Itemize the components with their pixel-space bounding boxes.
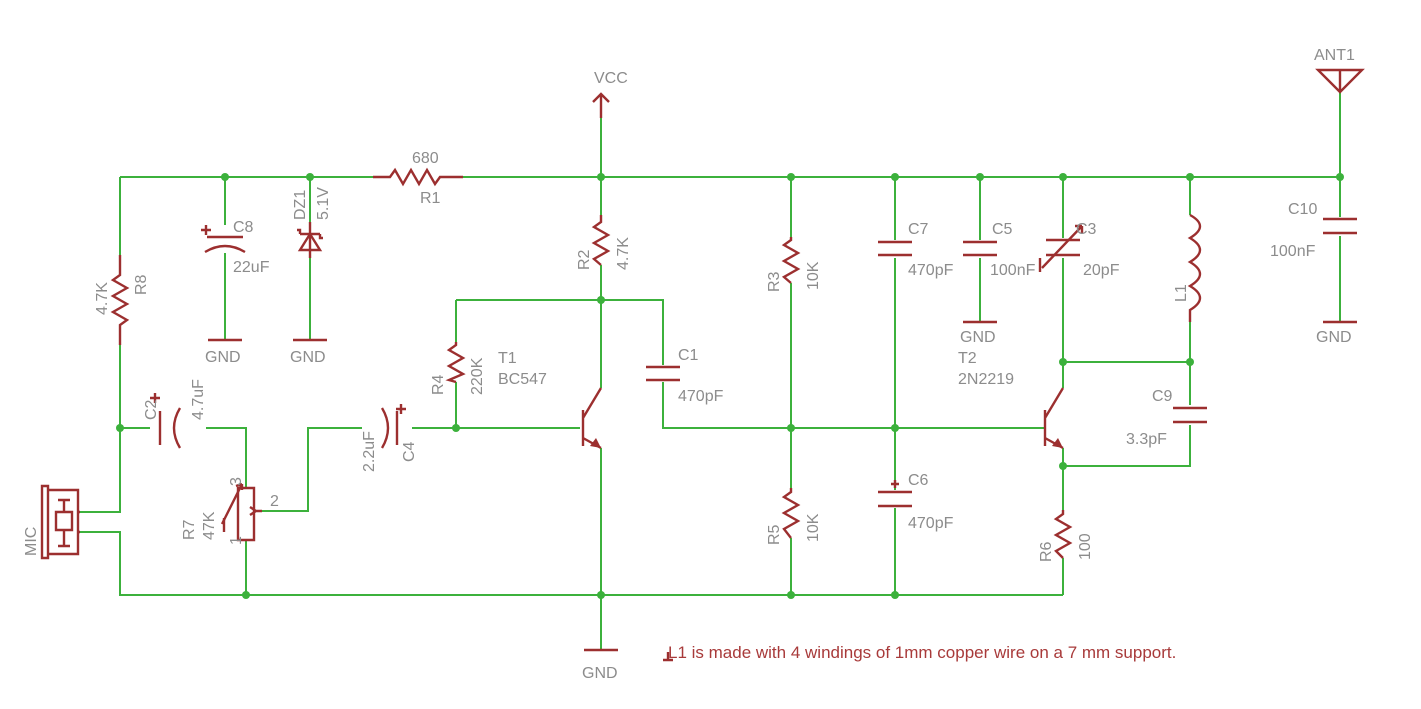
r7-value: 47K bbox=[201, 511, 218, 540]
c6-name: C6 bbox=[908, 472, 929, 489]
junctions bbox=[116, 173, 1344, 599]
c9-name: C9 bbox=[1152, 388, 1173, 405]
r6-name: R6 bbox=[1038, 541, 1055, 562]
dz1-value: 5.1V bbox=[315, 187, 332, 220]
c4-value: 2.2uF bbox=[361, 431, 378, 472]
r8-name: R8 bbox=[133, 274, 150, 295]
r2-value: 4.7K bbox=[615, 237, 632, 270]
r7-pin3: 3 bbox=[228, 477, 245, 486]
capacitor-c1: C1 470pF bbox=[646, 347, 724, 405]
inductor-l1: L1 bbox=[1173, 213, 1202, 322]
t1-value: BC547 bbox=[498, 371, 547, 388]
dz1-name: DZ1 bbox=[292, 190, 309, 220]
c5-value: 100nF bbox=[990, 262, 1036, 279]
capacitor-c3: C3 20pF bbox=[1038, 221, 1120, 279]
r5-name: R5 bbox=[766, 524, 783, 545]
gnd-label: GND bbox=[582, 665, 618, 682]
vcc-symbol: VCC bbox=[592, 70, 628, 118]
gnd-c10: GND bbox=[1316, 320, 1357, 346]
r1-value: 680 bbox=[412, 150, 439, 167]
resistor-r6: R6 100 bbox=[1038, 510, 1094, 562]
r6-value: 100 bbox=[1077, 533, 1094, 560]
r7-name: R7 bbox=[181, 519, 198, 540]
c7-name: C7 bbox=[908, 221, 929, 238]
wires bbox=[80, 90, 1341, 650]
c2-value: 4.7uF bbox=[190, 379, 207, 420]
c2-name: C2 bbox=[143, 399, 160, 420]
capacitor-c7: C7 470pF bbox=[878, 221, 954, 279]
c5-name: C5 bbox=[992, 221, 1013, 238]
r3-value: 10K bbox=[805, 261, 822, 290]
mic-label: MIC bbox=[23, 527, 40, 556]
t2-name: T2 bbox=[958, 350, 977, 367]
gnd-label: GND bbox=[960, 329, 996, 346]
c4-name: C4 bbox=[401, 441, 418, 462]
c1-name: C1 bbox=[678, 347, 699, 364]
c3-name: C3 bbox=[1076, 221, 1097, 238]
transistor-t1: T1 BC547 bbox=[498, 350, 603, 450]
resistor-r4: R4 220K bbox=[430, 342, 486, 395]
c8-name: C8 bbox=[233, 219, 254, 236]
r7-pin2: 2 bbox=[270, 493, 279, 510]
t1-name: T1 bbox=[498, 350, 517, 367]
gnd-c5: GND bbox=[960, 320, 997, 346]
c10-value: 100nF bbox=[1270, 243, 1316, 260]
c7-value: 470pF bbox=[908, 262, 954, 279]
c8-value: 22uF bbox=[233, 259, 270, 276]
r3-name: R3 bbox=[766, 271, 783, 292]
antenna-symbol: ANT1 bbox=[1314, 47, 1365, 94]
gnd-label: GND bbox=[205, 349, 241, 366]
capacitor-c4: 2.2uF C4 bbox=[361, 404, 418, 472]
t2-value: 2N2219 bbox=[958, 371, 1014, 388]
gnd-label: GND bbox=[290, 349, 326, 366]
gnd-main: GND bbox=[582, 648, 618, 682]
vcc-label: VCC bbox=[594, 70, 628, 87]
r5-value: 10K bbox=[805, 513, 822, 542]
capacitor-c9: C9 3.3pF bbox=[1126, 388, 1207, 448]
microphone-mic: MIC bbox=[23, 484, 80, 560]
capacitor-c2: C2 4.7uF bbox=[143, 379, 207, 449]
c3-value: 20pF bbox=[1083, 262, 1120, 279]
resistor-r1: 680 R1 bbox=[373, 150, 463, 207]
c9-value: 3.3pF bbox=[1126, 431, 1167, 448]
c6-value: 470pF bbox=[908, 515, 954, 532]
capacitor-c5: C5 100nF bbox=[963, 221, 1036, 279]
capacitor-c6: C6 470pF bbox=[878, 472, 954, 532]
c10-name: C10 bbox=[1288, 201, 1317, 218]
gnd-dz1: GND bbox=[290, 338, 327, 366]
resistor-r3: R3 10K bbox=[766, 237, 822, 292]
gnd-label: GND bbox=[1316, 329, 1352, 346]
r4-value: 220K bbox=[469, 357, 486, 395]
r2-name: R2 bbox=[576, 249, 593, 270]
ant1-label: ANT1 bbox=[1314, 47, 1355, 64]
transistor-t2: T2 2N2219 bbox=[958, 350, 1065, 450]
note: L1 is made with 4 windings of 1mm copper… bbox=[663, 643, 1176, 662]
zener-dz1: DZ1 5.1V bbox=[292, 187, 332, 258]
gnd-c8: GND bbox=[205, 338, 242, 366]
r8-value: 4.7K bbox=[94, 282, 111, 315]
r4-name: R4 bbox=[430, 374, 447, 395]
capacitor-c10: C10 100nF bbox=[1270, 201, 1357, 260]
c1-value: 470pF bbox=[678, 388, 724, 405]
resistor-r8: 4.7K R8 bbox=[94, 255, 150, 345]
note-text: L1 is made with 4 windings of 1mm copper… bbox=[668, 643, 1176, 662]
resistor-r2: R2 4.7K bbox=[576, 215, 632, 270]
capacitor-c8: C8 22uF bbox=[201, 219, 270, 276]
resistor-r5: R5 10K bbox=[766, 488, 822, 545]
r7-pin1: 1 bbox=[228, 536, 245, 545]
r1-name: R1 bbox=[420, 190, 441, 207]
l1-name: L1 bbox=[1173, 284, 1190, 302]
potentiometer-r7: R7 47K 1 2 3 bbox=[181, 477, 279, 545]
